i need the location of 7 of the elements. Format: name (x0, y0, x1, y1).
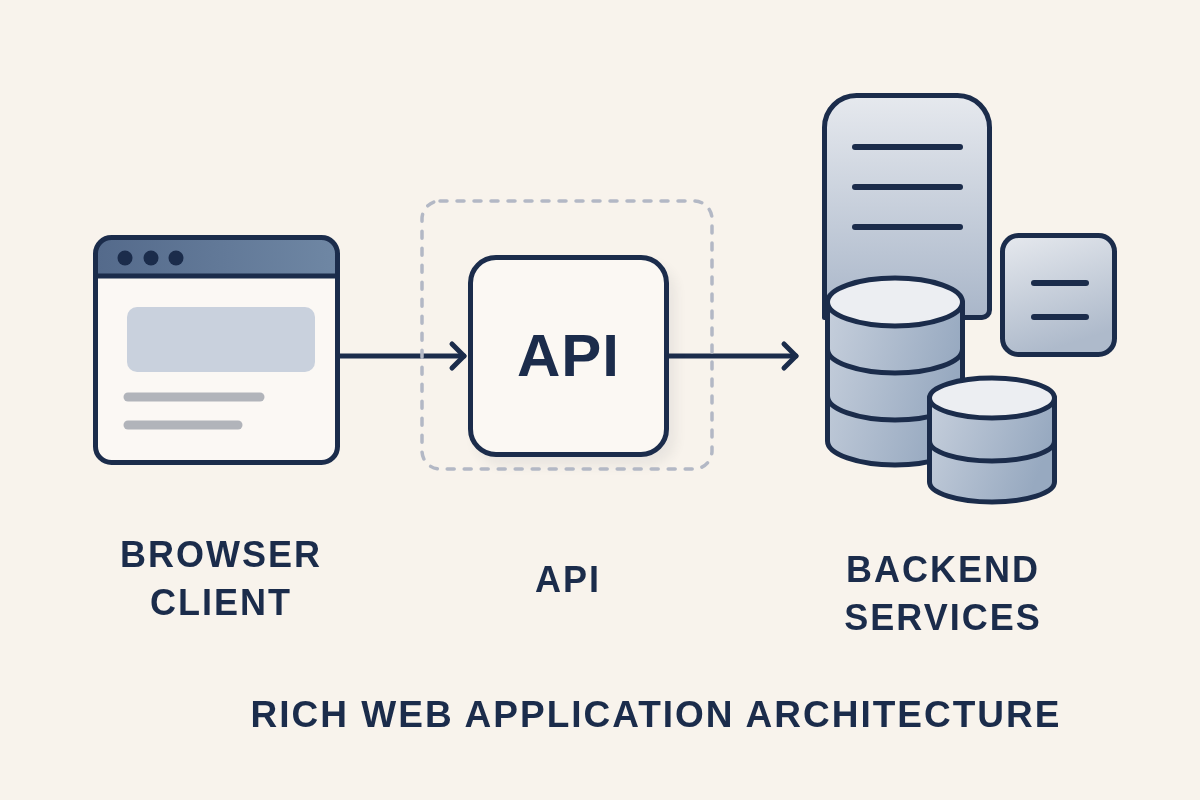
diagram-title: RICH WEB APPLICATION ARCHITECTURE (250, 693, 1062, 737)
node-label: API (517, 326, 620, 386)
arrow (337, 341, 467, 371)
process-box (468, 255, 669, 457)
node-caption: BROWSER CLIENT (120, 533, 322, 625)
node-caption: BACKEND SERVICES (844, 548, 1042, 640)
node-caption: API (535, 558, 601, 602)
